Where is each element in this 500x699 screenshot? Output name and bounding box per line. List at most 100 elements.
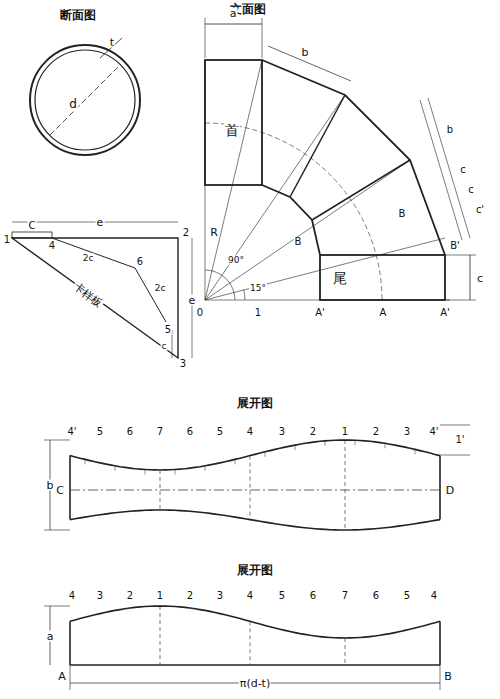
stroke bbox=[345, 440, 346, 530]
dimension-label: B bbox=[443, 671, 453, 682]
stroke bbox=[385, 443, 386, 448]
dimension-label: 6 bbox=[126, 427, 134, 437]
dimension-label: a bbox=[46, 631, 55, 642]
development-lower bbox=[44, 606, 440, 690]
dimension-label: 15° bbox=[249, 284, 267, 293]
dimension-label: 尾 bbox=[332, 271, 348, 285]
dimension-label: 3 bbox=[278, 427, 286, 437]
stroke bbox=[235, 459, 236, 464]
dimension-label: b bbox=[46, 480, 55, 491]
dimension-label: 4' bbox=[428, 427, 439, 437]
dimension-label: 卡样板 bbox=[71, 280, 106, 309]
dimension-label: t bbox=[109, 37, 115, 48]
dimension-label: 4 bbox=[246, 591, 254, 601]
dimension-line bbox=[420, 100, 462, 240]
dimension-label: 90° bbox=[227, 256, 245, 265]
stroke bbox=[295, 445, 296, 450]
dimension-label: 3 bbox=[96, 591, 104, 601]
dimension-label: 断面图 bbox=[59, 9, 97, 21]
dimension-label: 4 bbox=[246, 427, 254, 437]
stroke bbox=[160, 606, 161, 665]
dimension-label: 1 bbox=[156, 591, 164, 601]
stroke bbox=[325, 441, 326, 446]
stroke bbox=[439, 621, 441, 665]
stroke bbox=[70, 606, 440, 638]
dimension-label: 6 bbox=[309, 591, 317, 601]
dimension-label: A' bbox=[439, 308, 451, 318]
dimension-label: 5 bbox=[216, 427, 224, 437]
dimension-label: 7 bbox=[156, 427, 164, 437]
dimension-label: C bbox=[28, 221, 37, 231]
dimension-line bbox=[205, 24, 262, 25]
dimension-label: 3 bbox=[216, 591, 224, 601]
dimension-label: 展开图 bbox=[236, 397, 274, 409]
stroke bbox=[250, 456, 251, 520]
stroke bbox=[355, 440, 356, 445]
tail-segment bbox=[320, 255, 445, 300]
dimension-label: 6 bbox=[372, 591, 380, 601]
dimension-label: 首 bbox=[224, 123, 240, 137]
stroke bbox=[115, 466, 116, 471]
dimension-label: A' bbox=[314, 308, 326, 318]
dimension-label: B' bbox=[449, 241, 461, 251]
dimension-label: b bbox=[446, 125, 454, 135]
extension-line bbox=[446, 255, 476, 256]
dimension-label: c bbox=[161, 342, 168, 351]
outer-edge bbox=[262, 60, 445, 255]
dimension-label: 2 bbox=[182, 228, 190, 238]
dimension-label: 5 bbox=[278, 591, 286, 601]
dimension-label: a bbox=[229, 8, 238, 19]
dimension-label: c' bbox=[475, 205, 485, 215]
dimension-label: e bbox=[188, 295, 197, 306]
dimension-label: e bbox=[96, 217, 105, 228]
dimension-label: 4' bbox=[66, 427, 77, 437]
stroke bbox=[345, 638, 346, 665]
joint-line bbox=[312, 160, 410, 220]
dimension-label: 4 bbox=[48, 241, 56, 251]
pipe-outer bbox=[30, 45, 140, 155]
dimension-label: π(d-t) bbox=[239, 678, 271, 689]
dimension-label: 2 bbox=[186, 591, 194, 601]
dimension-label: B bbox=[398, 209, 407, 219]
dimension-label: b bbox=[301, 47, 310, 58]
dimension-label: 5 bbox=[164, 325, 172, 335]
dimension-label: d bbox=[68, 98, 78, 110]
dimension-label: 4 bbox=[430, 591, 438, 601]
pipe-inner bbox=[35, 50, 135, 150]
extension-line bbox=[262, 18, 263, 58]
head-segment bbox=[205, 60, 262, 185]
dimension-label: 0 bbox=[196, 308, 204, 318]
dimension-label: 7 bbox=[341, 591, 349, 601]
stroke bbox=[70, 440, 440, 470]
dimension-label: 5 bbox=[403, 591, 411, 601]
stroke bbox=[69, 621, 71, 665]
dimension-label: 2 bbox=[309, 427, 317, 437]
dimension-label: B bbox=[294, 237, 303, 247]
dimension-label: 5 bbox=[96, 427, 104, 437]
dimension-line bbox=[268, 46, 351, 81]
dimension-line bbox=[470, 255, 471, 300]
dimension-label: 1' bbox=[454, 435, 465, 445]
dimension-label: c bbox=[476, 273, 484, 284]
dimension-label: 展开图 bbox=[236, 564, 274, 576]
dimension-label: A bbox=[57, 671, 67, 682]
dimension-label: 2c bbox=[82, 254, 95, 263]
dimension-line bbox=[428, 98, 470, 238]
extension-line bbox=[205, 18, 206, 58]
dimension-label: C bbox=[55, 485, 65, 496]
diameter-line bbox=[50, 65, 120, 135]
dimension-label: c bbox=[467, 185, 475, 195]
stroke bbox=[415, 449, 416, 454]
stroke bbox=[145, 470, 146, 475]
dimension-label: 3 bbox=[179, 359, 187, 369]
extension-line bbox=[446, 300, 476, 301]
dimension-label: 2c bbox=[154, 284, 167, 293]
dimension-label: 4 bbox=[68, 591, 76, 601]
template-triangle bbox=[12, 222, 192, 358]
stroke bbox=[439, 456, 441, 520]
stroke bbox=[160, 470, 161, 510]
dimension-label: 1 bbox=[3, 235, 11, 245]
dimension-label: 3 bbox=[403, 427, 411, 437]
stroke bbox=[175, 470, 176, 475]
